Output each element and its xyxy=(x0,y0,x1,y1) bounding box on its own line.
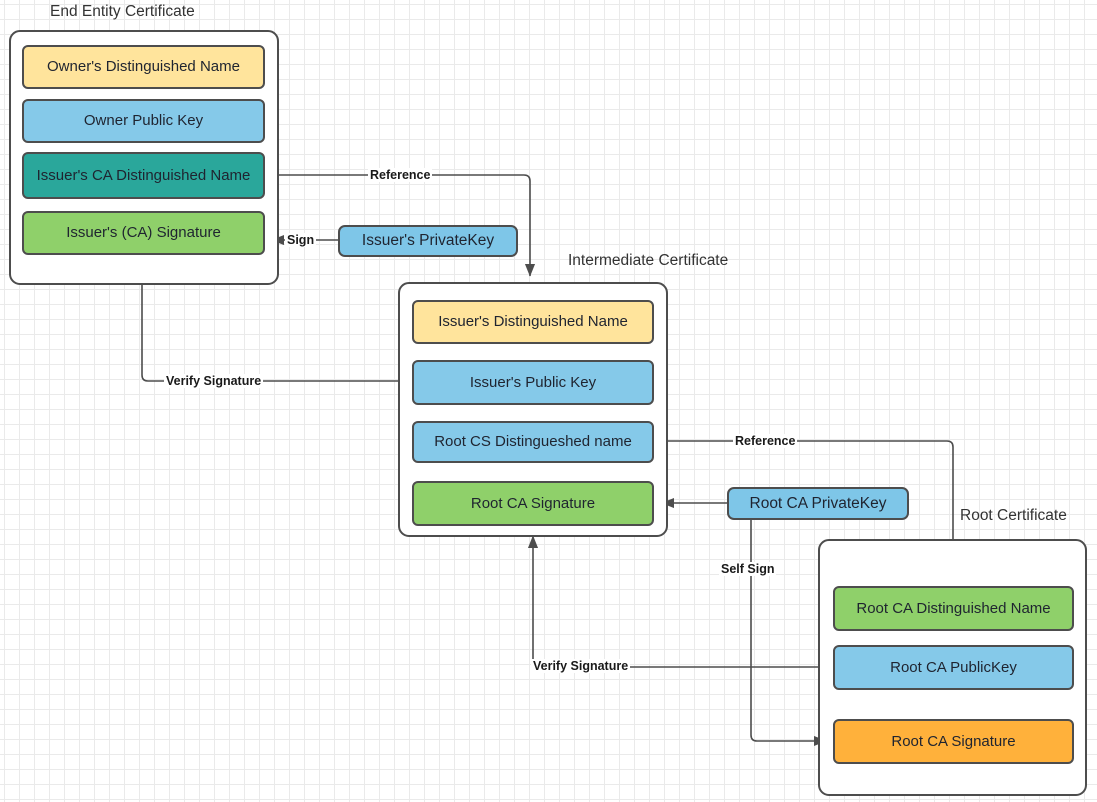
root-ca-private-key-box[interactable]: Root CA PrivateKey xyxy=(727,487,909,520)
edge-label-sign: Sign xyxy=(285,233,317,247)
issuers-private-key-box[interactable]: Issuer's PrivateKey xyxy=(338,225,518,257)
field-owners-distinguished-name[interactable]: Owner's Distinguished Name xyxy=(22,45,265,89)
end-entity-certificate-title: End Entity Certificate xyxy=(50,3,195,20)
field-root-ca-signature-root[interactable]: Root CA Signature xyxy=(833,719,1074,764)
edge-label-verify-bottom: Verify Signature xyxy=(531,659,631,673)
field-root-cs-distingueshed-name[interactable]: Root CS Distingueshed name xyxy=(412,421,654,463)
edge-label-verify-top: Verify Signature xyxy=(164,374,264,388)
wire-verify-top xyxy=(136,267,412,382)
root-certificate-title: Root Certificate xyxy=(960,507,1067,524)
field-issuers-ca-signature[interactable]: Issuer's (CA) Signature xyxy=(22,211,265,255)
edge-label-reference-bottom: Reference xyxy=(733,434,798,448)
field-root-ca-signature-intermediate[interactable]: Root CA Signature xyxy=(412,481,654,526)
wire-self-sign xyxy=(750,520,827,747)
intermediate-certificate-title: Intermediate Certificate xyxy=(568,252,729,269)
field-root-ca-distinguished-name[interactable]: Root CA Distinguished Name xyxy=(833,586,1074,631)
wire-reference-bottom xyxy=(654,440,959,581)
field-owner-public-key[interactable]: Owner Public Key xyxy=(22,99,265,143)
wire-verify-bottom xyxy=(527,535,833,668)
edge-label-reference-top: Reference xyxy=(368,168,433,182)
field-issuers-distinguished-name[interactable]: Issuer's Distinguished Name xyxy=(412,300,654,344)
field-root-ca-public-key[interactable]: Root CA PublicKey xyxy=(833,645,1074,690)
field-issuers-public-key[interactable]: Issuer's Public Key xyxy=(412,360,654,405)
wire-reference-top xyxy=(264,174,536,277)
field-issuers-ca-distinguished-name[interactable]: Issuer's CA Distinguished Name xyxy=(22,152,265,199)
edge-label-self-sign: Self Sign xyxy=(719,562,777,576)
